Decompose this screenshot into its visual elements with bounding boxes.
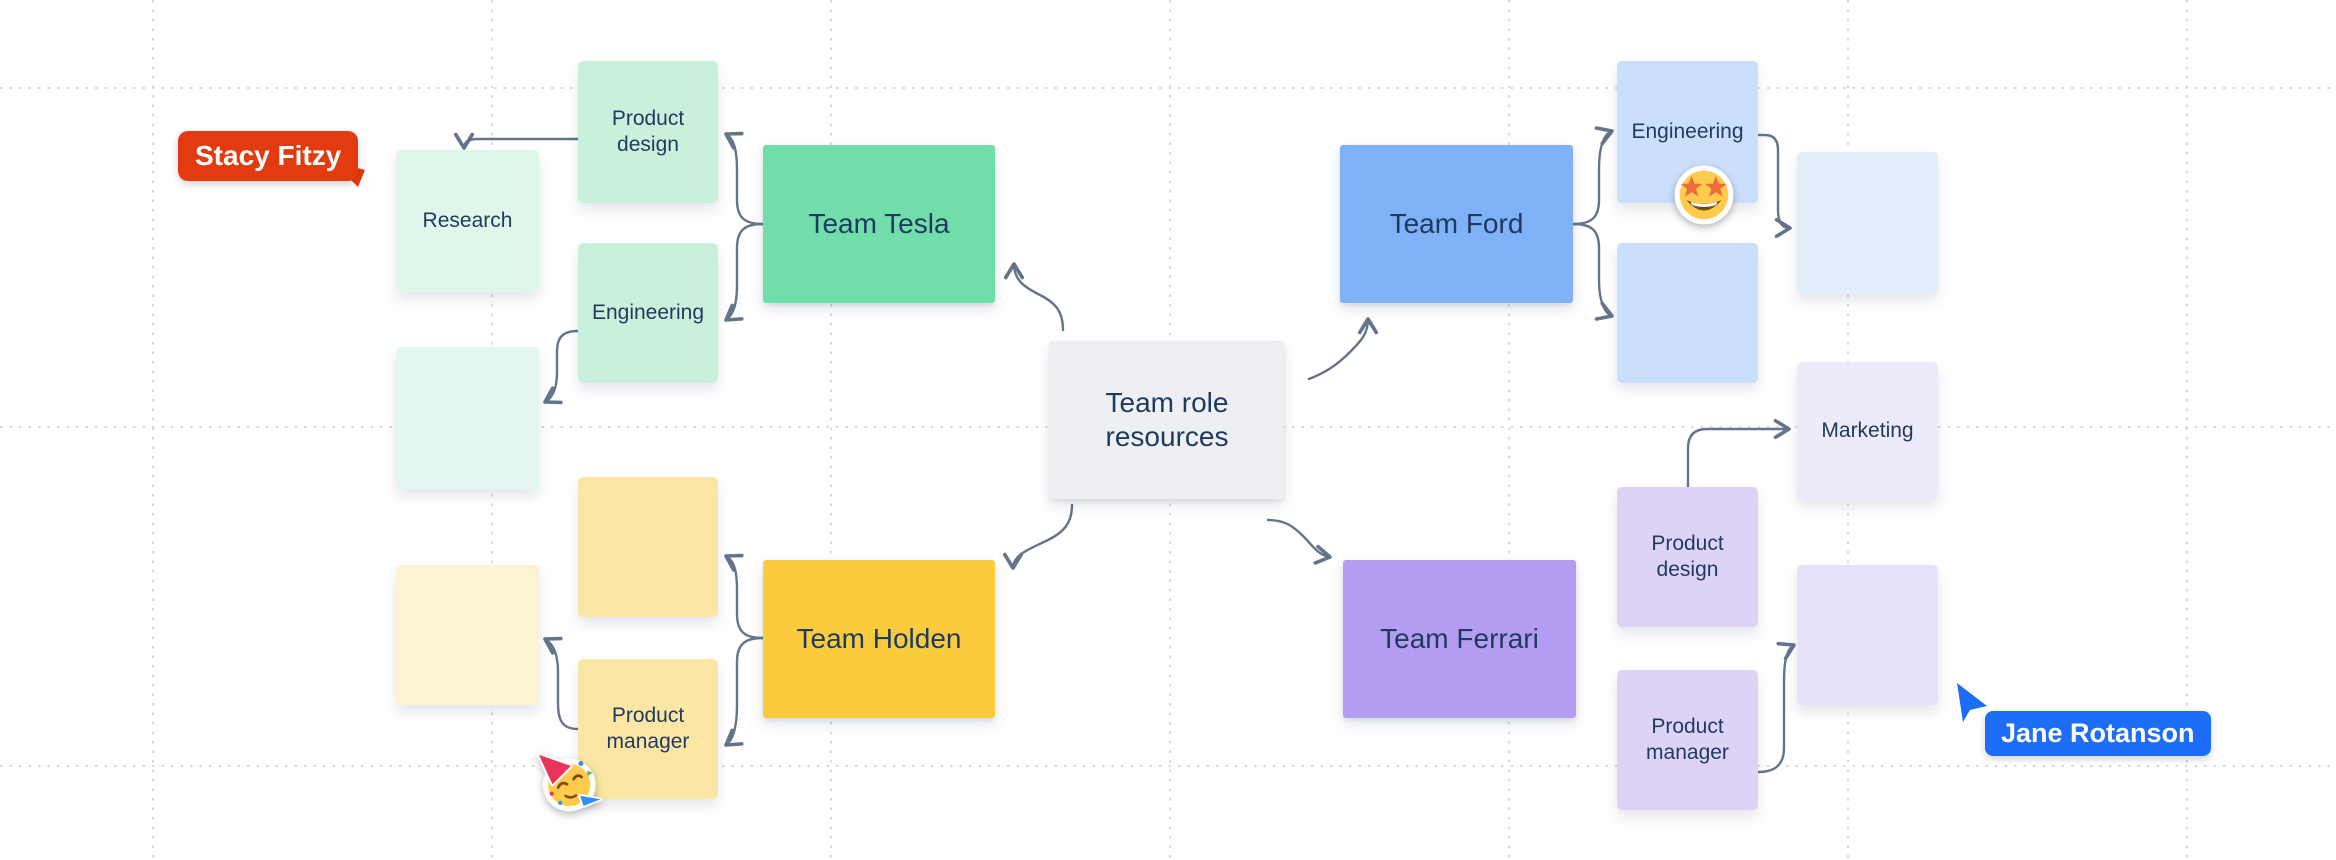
connector-engineering-emptymint[interactable] bbox=[543, 329, 580, 405]
sticky-label: Research bbox=[422, 208, 513, 232]
connector-ford-emptyblue[interactable] bbox=[1571, 222, 1614, 321]
sticky-product-design-purple[interactable]: Product design bbox=[1617, 487, 1758, 627]
connector-tesla-productdesign[interactable] bbox=[724, 131, 765, 226]
team-holden-label: Team Holden bbox=[796, 623, 962, 655]
connector-holden-emptyyellow[interactable] bbox=[724, 553, 765, 640]
sticky-label: Product manager bbox=[1646, 714, 1729, 764]
connector-center-tesla[interactable] bbox=[1003, 262, 1065, 332]
center-topic-label: Team role resources bbox=[1105, 387, 1229, 452]
connector-center-holden[interactable] bbox=[1002, 503, 1074, 570]
sticky-label: Engineering bbox=[591, 300, 705, 324]
sticky-label: Product manager bbox=[606, 703, 690, 753]
sticky-marketing[interactable]: Marketing bbox=[1797, 362, 1938, 500]
connectors bbox=[453, 126, 1796, 774]
connector-productmanager-paleyellow[interactable] bbox=[543, 636, 580, 731]
connector-center-ferrari[interactable] bbox=[1266, 518, 1332, 565]
team-ferrari-node[interactable]: Team Ferrari bbox=[1343, 560, 1576, 718]
collaborator-name: Jane Rotanson bbox=[2001, 718, 2195, 748]
sticky-empty-yellow[interactable] bbox=[578, 477, 718, 617]
sticky-empty-lavender[interactable] bbox=[1797, 565, 1938, 705]
sticky-empty-pale-yellow[interactable] bbox=[396, 565, 539, 705]
jane-cursor-name-chip: Jane Rotanson bbox=[1985, 711, 2211, 756]
team-holden-node[interactable]: Team Holden bbox=[763, 560, 995, 718]
connector-holden-productmanager[interactable] bbox=[724, 636, 765, 747]
connector-center-ford[interactable] bbox=[1307, 317, 1379, 381]
sticky-label: Product design bbox=[1651, 531, 1724, 581]
sticky-research[interactable]: Research bbox=[396, 150, 539, 292]
sticky-label: Engineering bbox=[1631, 119, 1744, 143]
team-ferrari-label: Team Ferrari bbox=[1380, 623, 1539, 655]
connector-productdesignpurple-marketing[interactable] bbox=[1686, 418, 1791, 489]
connector-ford-engineeringblue[interactable] bbox=[1571, 126, 1614, 226]
team-ford-node[interactable]: Team Ford bbox=[1340, 145, 1573, 303]
partying-face-icon bbox=[536, 752, 603, 812]
connector-productdesign-research[interactable] bbox=[453, 132, 580, 150]
center-topic-node[interactable]: Team role resources bbox=[1050, 341, 1284, 499]
sticky-engineering-green[interactable]: Engineering bbox=[578, 243, 718, 383]
sticky-empty-mint[interactable] bbox=[396, 347, 539, 489]
sticky-label: Product design bbox=[611, 106, 685, 156]
sticky-product-design-green[interactable]: Product design bbox=[578, 61, 718, 203]
stacy-cursor-name-chip: Stacy Fitzy bbox=[178, 131, 359, 181]
team-tesla-node[interactable]: Team Tesla bbox=[763, 145, 995, 303]
team-tesla-label: Team Tesla bbox=[808, 208, 950, 240]
sticky-label: Marketing bbox=[1821, 418, 1914, 442]
sticky-empty-blue[interactable] bbox=[1617, 243, 1758, 383]
team-ford-label: Team Ford bbox=[1389, 208, 1524, 240]
connector-engineeringblue-emptylightblue[interactable] bbox=[1756, 133, 1792, 239]
partying-face-sticker[interactable] bbox=[530, 744, 605, 823]
sticky-empty-light-blue[interactable] bbox=[1797, 152, 1938, 294]
sticky-product-manager-yellow[interactable]: Product manager bbox=[578, 659, 718, 799]
star-struck-sticker[interactable] bbox=[1671, 162, 1737, 233]
sticky-product-manager-purple[interactable]: Product manager bbox=[1617, 670, 1758, 810]
connector-productmanagerpurple-emptylavender[interactable] bbox=[1756, 641, 1796, 774]
connector-tesla-engineering[interactable] bbox=[724, 222, 765, 322]
collaborator-name: Stacy Fitzy bbox=[195, 140, 342, 171]
star-struck-icon bbox=[1674, 165, 1734, 225]
